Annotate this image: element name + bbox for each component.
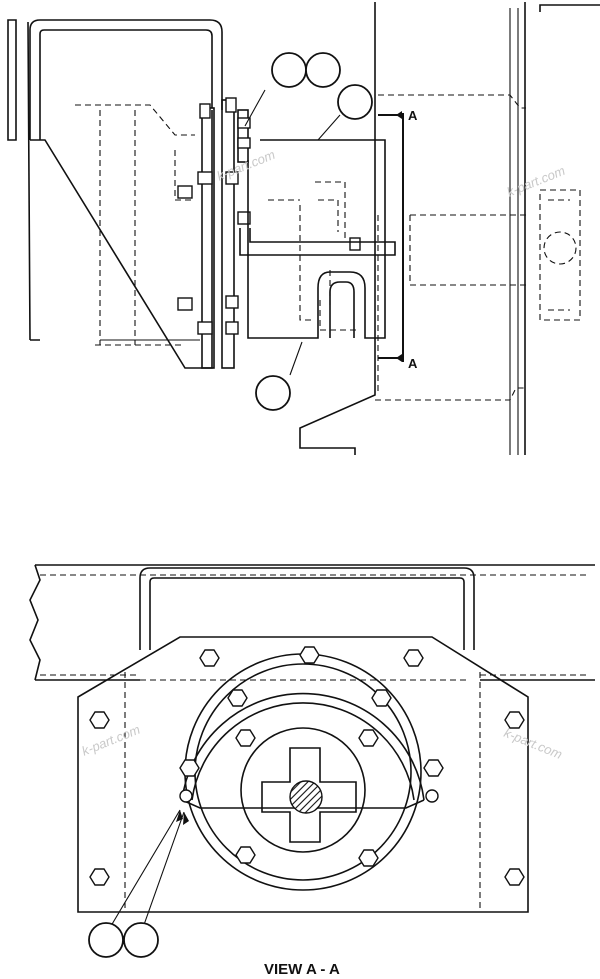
arrow-head: [183, 812, 189, 825]
bolt: [225, 295, 239, 309]
hex-bolt: [299, 646, 320, 664]
shaft-section: [289, 780, 323, 814]
hex-bolt: [504, 711, 525, 729]
hex-bolt: [423, 759, 444, 777]
hex-bolt: [235, 846, 256, 864]
bolt: [197, 171, 213, 185]
callout-bubble: [255, 375, 291, 411]
bolt: [237, 117, 251, 129]
callout-bubble: [337, 84, 373, 120]
hidden-coupling: [268, 181, 360, 331]
right-coupling: [539, 189, 581, 321]
frame-rail-left: [7, 19, 40, 341]
frame-beam-hidden: [40, 574, 590, 676]
spline-cross: [261, 747, 357, 843]
view-caption: VIEW A - A: [264, 961, 340, 978]
gearbox-housing: [247, 139, 386, 339]
section-label-lower: A: [408, 356, 418, 371]
arrow-head: [396, 111, 402, 119]
frame-right: [299, 2, 600, 455]
u-bracket: [29, 19, 223, 140]
watermark: k-part.com: [505, 163, 568, 200]
bearing-inner: [240, 727, 366, 853]
clamp-bolt: [425, 789, 439, 803]
side-bolts: [177, 97, 361, 335]
watermark: k-part.com: [215, 147, 278, 184]
callout-bubble: [88, 922, 124, 958]
clamp-bolt: [179, 789, 193, 803]
bolt: [177, 185, 193, 199]
drive-shaft: [239, 228, 396, 256]
frame-right-webs: [509, 8, 519, 455]
frame-beam: [29, 564, 595, 681]
section-label-upper: A: [408, 108, 418, 123]
u-bracket-front: [139, 567, 475, 650]
hex-bolt: [235, 729, 256, 747]
leader: [100, 89, 341, 376]
watermark: k-part.com: [80, 722, 143, 759]
callout-bubble: [123, 922, 159, 958]
plate-bolts: [89, 646, 525, 886]
bolt: [197, 321, 213, 335]
bolt: [225, 171, 239, 185]
watermark: k-part.com: [502, 725, 565, 762]
callout-bubble: [271, 52, 307, 88]
arrow-head: [176, 810, 183, 822]
bolt: [225, 97, 237, 113]
bolt: [199, 103, 211, 119]
flange-plate: [237, 109, 249, 163]
section-view: VIEW A - A: [29, 564, 595, 978]
side-view: A A: [7, 2, 600, 455]
watermarks: k-part.com k-part.com k-part.com k-part.…: [80, 147, 568, 762]
hex-bolt: [358, 729, 379, 747]
hidden-frame-left: [75, 104, 195, 346]
bolt: [349, 237, 361, 251]
hex-bolt: [199, 649, 220, 667]
hex-bolt: [89, 868, 110, 886]
frame-right-hidden: [375, 94, 530, 401]
hex-bolt: [504, 868, 525, 886]
hex-bolt: [227, 689, 248, 707]
bolt: [237, 137, 251, 149]
hex-bolt: [179, 759, 200, 777]
housing-notch: [329, 281, 355, 338]
hex-bolt: [403, 649, 424, 667]
bolt: [177, 297, 193, 311]
arrow-head: [396, 354, 402, 362]
mounting-gusset: [30, 110, 213, 369]
leader: [104, 809, 185, 937]
hex-bolt: [371, 689, 392, 707]
hex-bolt: [89, 711, 110, 729]
bolt: [237, 211, 251, 225]
hex-bolt: [358, 849, 379, 867]
right-hub: [543, 231, 577, 265]
bolt: [225, 321, 239, 335]
callout-bubble: [305, 52, 341, 88]
plate-hidden: [124, 672, 481, 912]
mounting-plate: [77, 636, 529, 913]
